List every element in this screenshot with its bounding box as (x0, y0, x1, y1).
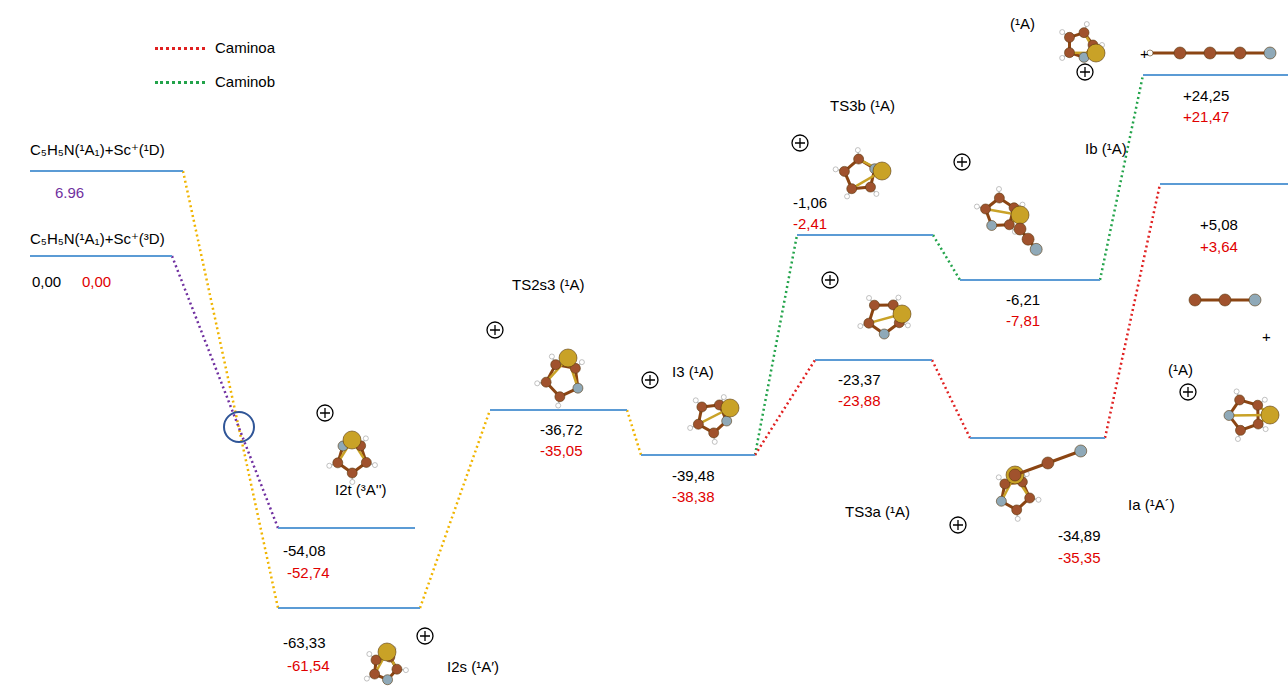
legend-entry: Caminob (155, 73, 275, 90)
charge-symbol (642, 372, 658, 388)
molecule (1147, 47, 1276, 59)
energy-label: -35,35 (1058, 549, 1101, 567)
reaction-path (755, 235, 797, 455)
legend-line (155, 81, 205, 84)
energy-label: -36,72 (540, 421, 583, 439)
energy-label: -7,81 (1006, 312, 1040, 330)
molecule (833, 148, 891, 199)
legend-line (155, 47, 205, 50)
energy-level: I2s (¹A′)-63,33-61,54 (278, 607, 420, 609)
energy-label: +5,08 (1200, 216, 1238, 234)
energy-label: -2,41 (793, 215, 827, 233)
charge-symbol (317, 405, 333, 421)
charge-symbol (1180, 384, 1196, 400)
energy-label: I2s (¹A′) (447, 658, 499, 676)
energy-label: -54,08 (283, 542, 326, 560)
molecule (974, 187, 1029, 235)
energy-label: + (1140, 45, 1149, 63)
energy-label: 0,00 (32, 273, 61, 291)
reaction-path (627, 410, 641, 455)
reaction-path (932, 360, 970, 438)
energy-label: TS3b (¹A) (830, 97, 895, 115)
molecule (364, 643, 408, 685)
crossing-circle (224, 412, 254, 442)
energy-label: Ia (¹A´) (1128, 496, 1175, 514)
charge-symbol (487, 322, 503, 338)
molecule (688, 395, 739, 445)
energy-label: + (1262, 328, 1271, 346)
energy-level: C₅H₅N(¹A₁)+Sc⁺(¹D)6.96 (30, 170, 183, 172)
reaction-path (183, 171, 278, 608)
charge-symbol (954, 154, 970, 170)
reaction-path (1100, 75, 1143, 280)
charge-symbol (417, 628, 433, 644)
energy-label: Ib (¹A) (1085, 140, 1127, 158)
energy-label: -52,74 (287, 564, 330, 582)
reactant-label: C₅H₅N(¹A₁)+Sc⁺(¹D) (30, 141, 165, 159)
energy-level: +5,08+3,64+(¹A) (1160, 183, 1288, 185)
reaction-path (172, 256, 278, 528)
energy-label: -39,48 (672, 467, 715, 485)
reactant-label: C₅H₅N(¹A₁)+Sc⁺(³D) (30, 230, 165, 248)
molecule (535, 349, 585, 408)
energy-label: TS3a (¹A) (845, 503, 910, 521)
reaction-path (1105, 184, 1160, 438)
energy-label: -6,21 (1006, 291, 1040, 309)
energy-level: C₅H₅N(¹A₁)+Sc⁺(³D)0,000,00 (30, 255, 172, 257)
energy-label: I3 (¹A) (672, 363, 714, 381)
energy-label: -63,33 (283, 634, 326, 652)
molecule (327, 431, 378, 484)
energy-label: TS2s3 (¹A) (512, 276, 585, 294)
charge-symbol (950, 517, 966, 533)
energy-label: -23,88 (838, 392, 881, 410)
energy-label: I2t (³A'') (335, 481, 387, 499)
energy-label: -1,06 (793, 194, 827, 212)
molecule (996, 466, 1041, 521)
energy-label: -61,54 (287, 657, 330, 675)
charge-symbol (822, 272, 838, 288)
legend-text: Caminoa (215, 39, 275, 56)
energy-label: -34,89 (1058, 527, 1101, 545)
energy-level: (¹A)++24,25+21,47 (1143, 74, 1288, 76)
charge-symbol (1077, 64, 1093, 80)
energy-label: -35,05 (540, 442, 583, 460)
energy-level: TS2s3 (¹A)-36,72-35,05 (490, 409, 627, 411)
energy-level: Ib (¹A)-6,21-7,81 (960, 279, 1100, 281)
energy-level: I2t (³A'')-54,08-52,74 (278, 527, 415, 529)
energy-level: Ia (¹A´)-34,89-35,35 (970, 437, 1105, 439)
legend-text: Caminob (215, 73, 275, 90)
energy-label: (¹A) (1168, 361, 1193, 379)
energy-label: -38,38 (672, 488, 715, 506)
energy-level: I3 (¹A)-39,48-38,38 (641, 454, 755, 456)
energy-label: 0,00 (82, 273, 111, 291)
energy-level: TS3a (¹A)-23,37-23,88 (815, 359, 932, 361)
energy-label: +3,64 (1200, 238, 1238, 256)
molecule (1189, 294, 1261, 306)
molecule (1009, 445, 1087, 481)
energy-label: +21,47 (1183, 108, 1229, 126)
molecule (1014, 223, 1042, 255)
energy-label: +24,25 (1183, 87, 1229, 105)
reaction-path (933, 235, 960, 280)
reaction-path (420, 410, 490, 608)
energy-label: 6.96 (55, 184, 84, 202)
reaction-path (755, 360, 815, 455)
legend-entry: Caminoa (155, 39, 275, 56)
energy-label: -23,37 (838, 371, 881, 389)
energy-level: TS3b (¹A)-1,06-2,41 (797, 234, 933, 236)
energy-label: (¹A) (1010, 15, 1035, 33)
molecule (858, 295, 911, 339)
charge-symbol (792, 135, 808, 151)
molecule (1224, 389, 1279, 442)
molecule (1060, 22, 1105, 63)
